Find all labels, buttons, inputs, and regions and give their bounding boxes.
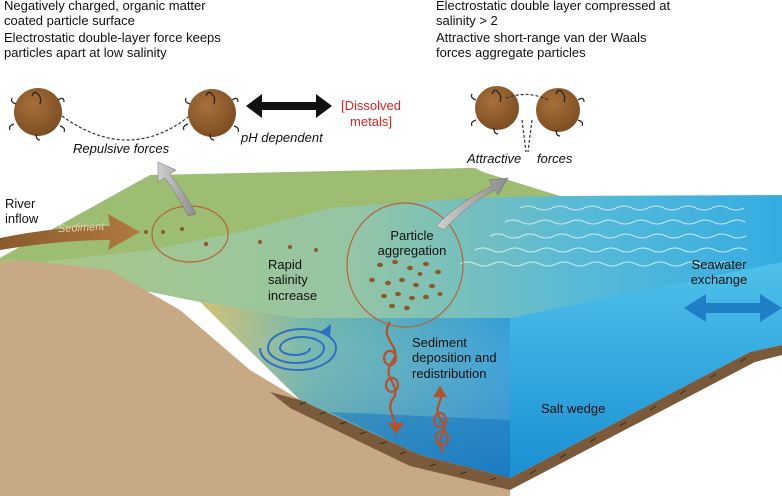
- river-inflow-line1: River: [5, 196, 36, 211]
- dissolved-metals-line1: [Dissolved: [341, 98, 401, 113]
- grey-arrow-right: [435, 177, 509, 231]
- rapid-salinity-line1: Rapid: [268, 257, 302, 272]
- particle-aggregation-line1: Particle: [390, 228, 434, 243]
- bed-hatch: [299, 357, 747, 481]
- sediment-deposition-line1: Sediment: [412, 335, 467, 350]
- top-right-line4: forces aggregate particles: [436, 45, 586, 60]
- ph-dependent-label: pH dependent: [241, 130, 323, 145]
- sediment-deposition-line2: deposition and: [412, 350, 497, 365]
- top-right-line3: Attractive short-range van der Waals: [436, 30, 647, 45]
- side-water-wall: [510, 262, 782, 478]
- sediment-deposition-line3: redistribution: [412, 366, 487, 381]
- top-left-line1: Negatively charged, organic matter: [4, 0, 206, 13]
- attractive-particle-pair: [470, 86, 585, 153]
- attractive-label: Attractive: [467, 151, 522, 166]
- aggregation-zone-circle: [346, 202, 464, 328]
- sediment-arrow-label: Sediment: [57, 220, 105, 236]
- river-inflow-arrow: [0, 214, 140, 250]
- top-left-line3: Electrostatic double-layer force keeps: [4, 30, 221, 45]
- repulsive-forces-label: Repulsive forces: [73, 141, 170, 156]
- seawater-exchange-arrow: [684, 294, 782, 322]
- top-left-line2: coated particle surface: [4, 13, 135, 28]
- forces-label: forces: [537, 151, 573, 166]
- grey-arrow-left: [157, 161, 197, 217]
- aggregated-particles: [369, 259, 443, 311]
- rapid-salinity-line3: increase: [268, 288, 318, 303]
- repulsive-particle-pair: [8, 88, 240, 141]
- settling-loops: [382, 321, 450, 453]
- suspended-particles: [144, 227, 318, 252]
- mixing-spiral: [259, 323, 338, 371]
- seawater-exchange-line1: Seawater: [691, 257, 747, 272]
- land-bank: [0, 260, 510, 496]
- top-right-line2: salinity > 2: [436, 13, 498, 28]
- green-upper-plane: [0, 168, 560, 262]
- rapid-salinity-line2: salinity: [268, 272, 308, 287]
- ph-double-arrow: [246, 94, 332, 118]
- top-right-line1: Electrostatic double layer compressed at: [436, 0, 671, 13]
- top-left-line4: particles apart at low salinity: [4, 45, 167, 60]
- surface-waves: [459, 205, 748, 267]
- salt-wedge-label: Salt wedge: [541, 401, 606, 416]
- salt-wedge-shading: [330, 412, 510, 478]
- seawater-exchange-line2: exchange: [690, 272, 748, 287]
- particle-aggregation-line2: aggregation: [377, 243, 447, 258]
- river-inflow-line2: inflow: [5, 211, 39, 226]
- sediment-bed: [270, 392, 510, 490]
- dissolved-metals-line2: metals]: [350, 114, 392, 129]
